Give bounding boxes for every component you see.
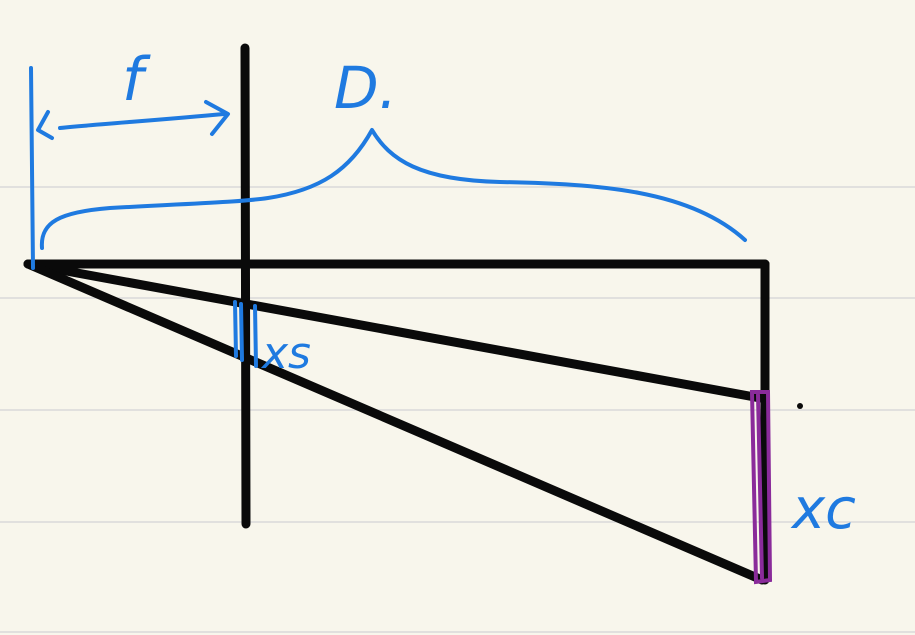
distance-brace: [39, 128, 747, 250]
sensor-marker: [233, 300, 258, 368]
object-size-marker: [749, 390, 773, 585]
distance-label: D.: [334, 54, 397, 122]
object-size-label: xc: [790, 477, 856, 542]
focal-arrow-right-head: [204, 100, 230, 136]
lens-plane-line: [240, 43, 251, 529]
ruled-lines: [0, 186, 915, 633]
upper-ray-line: [23, 259, 765, 403]
sensor-size-label: xs: [260, 328, 311, 379]
pinhole-tick: [29, 66, 35, 270]
black-geometry: [23, 43, 770, 585]
blue-annotations: [29, 66, 747, 368]
focal-arrow-left-head: [36, 110, 54, 140]
ink-dot: [797, 403, 803, 409]
lower-ray-line: [23, 259, 767, 585]
focal-length-label: f: [122, 45, 151, 115]
focal-arrow-shaft: [58, 112, 226, 130]
purple-annotation: [749, 390, 773, 585]
